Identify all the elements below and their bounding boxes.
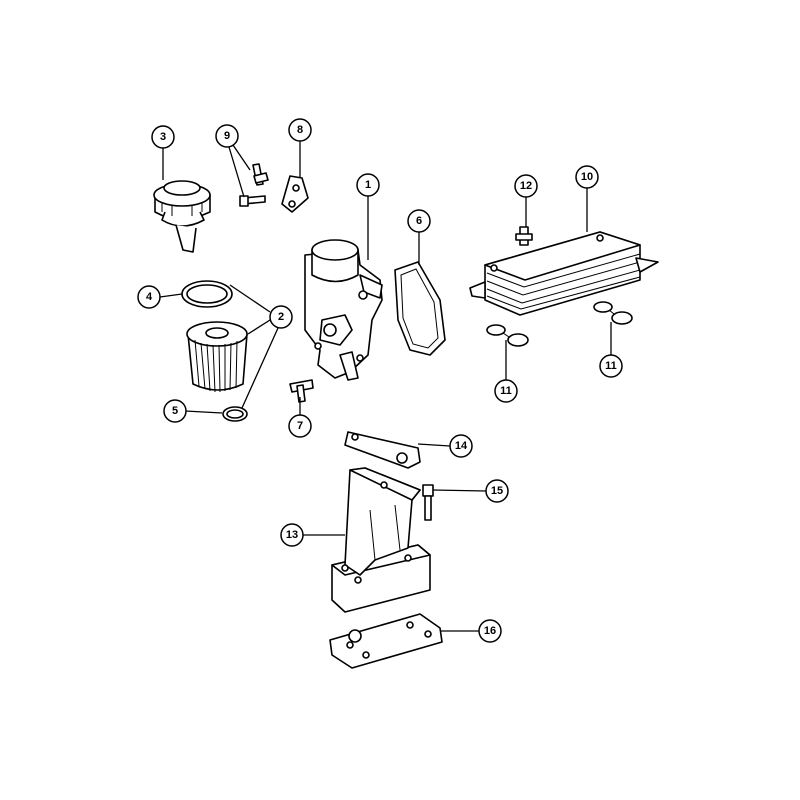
mounting-bracket xyxy=(281,175,309,213)
mounting-pedestal xyxy=(331,467,431,613)
cooler-seals-left xyxy=(486,324,529,347)
svg-text:7: 7 xyxy=(297,420,303,432)
o-ring-small xyxy=(222,406,248,422)
callout-11-left: 11 xyxy=(494,379,518,403)
bolt-part-12 xyxy=(515,226,533,246)
callout-13: 13 xyxy=(280,523,304,547)
callout-15: 15 xyxy=(485,479,509,503)
oil-cooler xyxy=(469,231,659,316)
svg-text:9: 9 xyxy=(224,130,230,142)
callout-8: 8 xyxy=(288,118,312,142)
bolt-part-7 xyxy=(289,379,314,403)
cooler-seals-right xyxy=(593,301,633,325)
svg-text:15: 15 xyxy=(491,485,503,497)
svg-text:13: 13 xyxy=(286,529,298,541)
svg-text:5: 5 xyxy=(172,405,178,417)
svg-text:12: 12 xyxy=(520,180,532,192)
callout-4: 4 xyxy=(137,285,161,309)
svg-text:2: 2 xyxy=(278,311,284,323)
callout-9: 9 xyxy=(215,124,239,148)
bolts-part-9 xyxy=(239,163,269,207)
callout-2: 2 xyxy=(269,305,293,329)
svg-text:10: 10 xyxy=(581,171,593,183)
bracket-plate xyxy=(344,431,421,469)
callout-3: 3 xyxy=(151,125,175,149)
svg-text:3: 3 xyxy=(160,131,166,143)
svg-text:14: 14 xyxy=(455,440,468,452)
oil-filter-element xyxy=(186,321,248,393)
callout-14: 14 xyxy=(449,434,473,458)
callout-7: 7 xyxy=(288,414,312,438)
svg-text:8: 8 xyxy=(297,124,303,136)
callout-16: 16 xyxy=(478,619,502,643)
o-ring-large xyxy=(181,280,233,308)
svg-text:6: 6 xyxy=(416,215,422,227)
svg-text:11: 11 xyxy=(500,385,512,397)
callout-11-right: 11 xyxy=(599,354,623,378)
svg-text:11: 11 xyxy=(605,360,617,372)
callout-10: 10 xyxy=(575,165,599,189)
bolt-part-15 xyxy=(422,484,434,521)
callout-6: 6 xyxy=(407,209,431,233)
svg-text:1: 1 xyxy=(365,179,371,191)
svg-text:16: 16 xyxy=(484,625,496,637)
callout-12: 12 xyxy=(514,174,538,198)
oil-filter-cap xyxy=(153,180,211,253)
callout-5: 5 xyxy=(163,399,187,423)
leader-lines xyxy=(159,141,612,632)
housing-gasket xyxy=(394,261,446,356)
oil-filter-housing xyxy=(304,239,383,381)
svg-text:4: 4 xyxy=(146,291,153,303)
callout-1: 1 xyxy=(356,173,380,197)
base-gasket xyxy=(329,613,443,669)
